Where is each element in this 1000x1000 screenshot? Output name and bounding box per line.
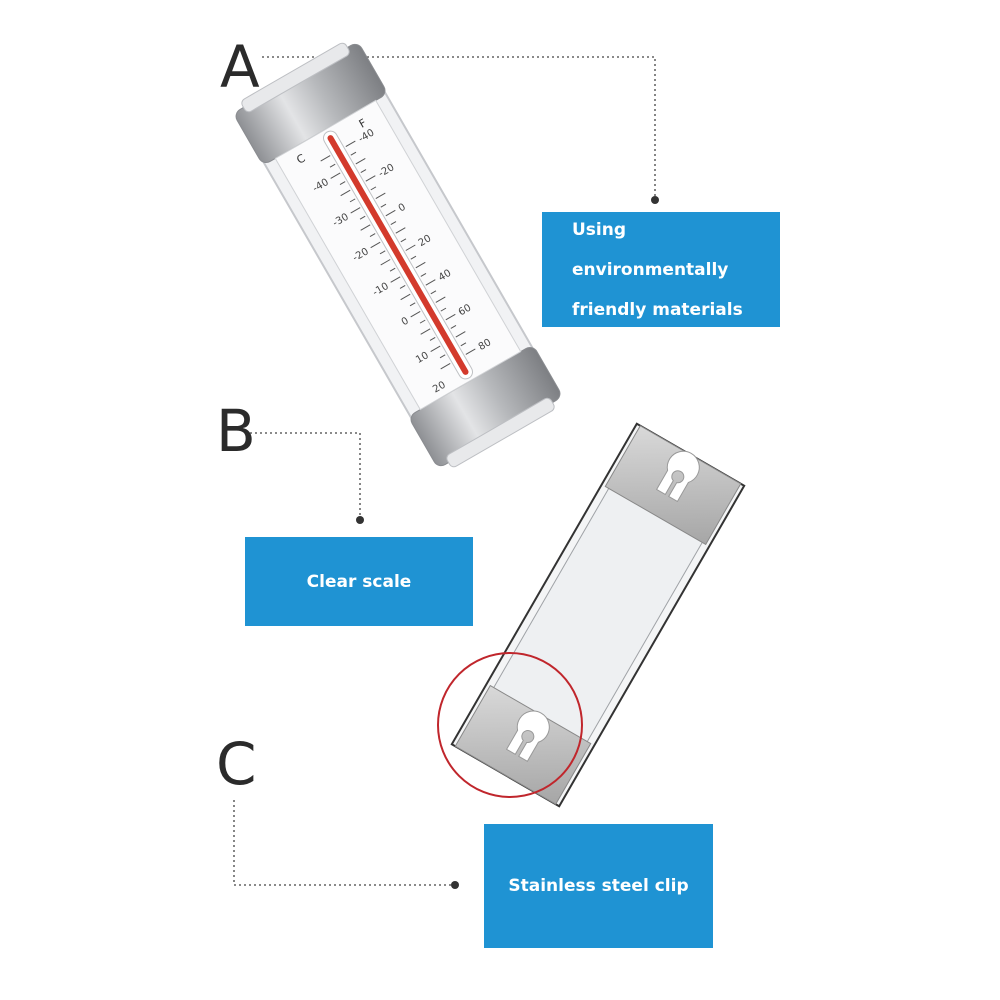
label-a: A [220, 33, 260, 101]
clip-top [604, 425, 742, 546]
leader-dot-b [356, 516, 364, 524]
label-c: C [216, 730, 257, 798]
callout-c-text: Stainless steel clip [508, 876, 689, 896]
leader-lines [233, 56, 656, 886]
callout-a-line1: Using environmentally [572, 219, 729, 280]
leader-line-b [250, 432, 361, 518]
f-tick-label: 0 [397, 202, 408, 215]
mercury-column [327, 135, 469, 375]
callout-b-text: Clear scale [306, 571, 412, 592]
label-b: B [216, 397, 256, 465]
leader-dot-c [451, 881, 459, 889]
thermometer-back [450, 422, 746, 808]
thermometer: C F -40 -30 -20 -10 0 10 20 -40 -20 0 20… [235, 42, 561, 468]
leader-line-c [233, 800, 452, 886]
callout-a-line2: friendly materials [572, 299, 743, 320]
scale-unit-f: F [357, 116, 369, 130]
leader-line-a [262, 56, 656, 198]
highlight-ring [437, 652, 583, 798]
c-tick-label: 0 [400, 315, 411, 328]
callout-box-c: Stainless steel clip [484, 824, 713, 948]
clip-bottom [454, 684, 592, 805]
leader-dot-a [651, 196, 659, 204]
callout-box-a: Using environmentally friendly materials [542, 212, 780, 327]
callout-box-b: Clear scale [245, 537, 473, 626]
